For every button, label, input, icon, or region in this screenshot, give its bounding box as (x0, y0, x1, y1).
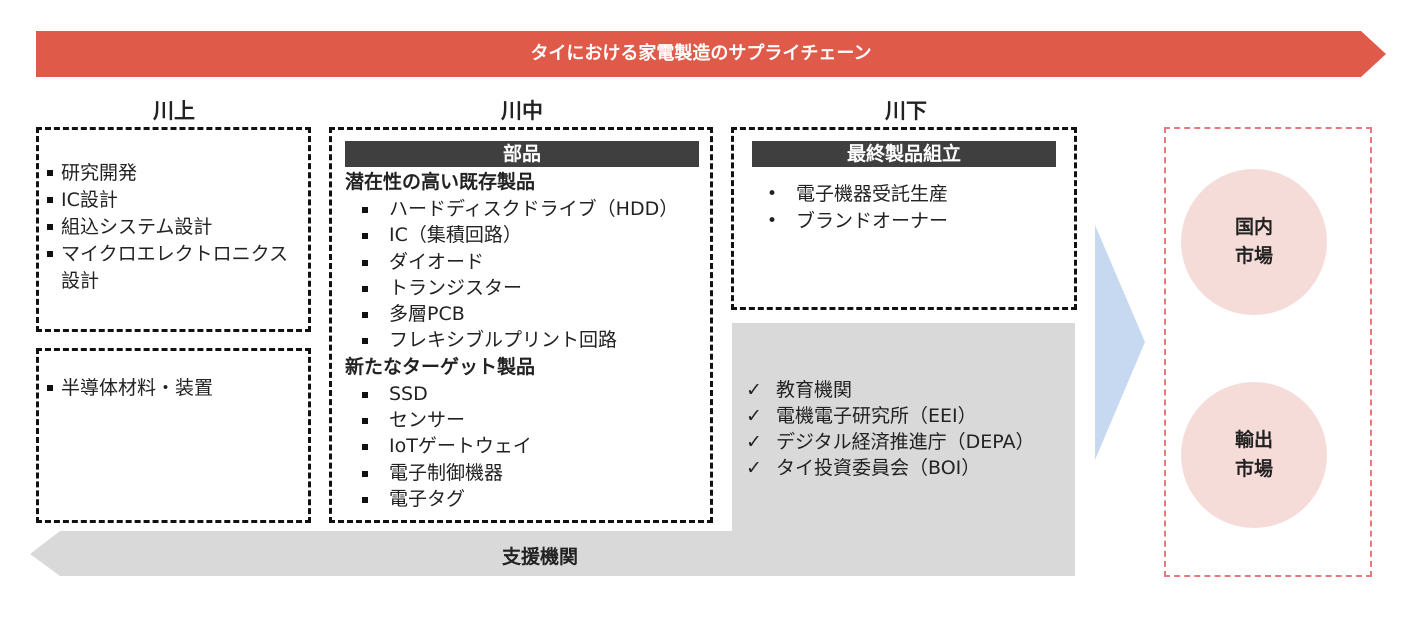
parts-header: 部品 (345, 141, 699, 167)
list-item: トランジスター (345, 275, 699, 301)
banner-title: タイにおける家電製造のサプライチェーン (530, 43, 872, 64)
list-item: ハードディスクドライブ（HDD） (345, 196, 699, 222)
list-item: ダイオード (345, 249, 699, 275)
list-item: センサー (345, 407, 699, 433)
list-item: 多層PCB (345, 301, 699, 327)
list-item: 半導体材料・装置 (45, 375, 308, 402)
check-icon: ✓ (746, 457, 762, 479)
list-item: IC（集積回路） (345, 222, 699, 248)
markets-box: 国内市場 輸出市場 (1164, 127, 1372, 577)
target-products-title: 新たなターゲット製品 (345, 355, 536, 378)
assembly-header: 最終製品組立 (752, 141, 1056, 167)
list-item: マイクロエレクトロニクス設計 (45, 241, 308, 295)
materials-list: 半導体材料・装置 (45, 375, 308, 402)
domestic-market-circle: 国内市場 (1181, 169, 1327, 315)
list-item: 電子制御機器 (345, 460, 699, 486)
list-item: IC設計 (45, 187, 308, 214)
existing-products-list: ハードディスクドライブ（HDD） IC（集積回路） ダイオード トランジスター … (345, 196, 699, 354)
existing-products-title: 潜在性の高い既存製品 (345, 171, 536, 193)
check-icon: ✓ (746, 379, 762, 401)
list-item: 電子機器受託生産 (752, 181, 1056, 208)
assembly-box: 最終製品組立 電子機器受託生産 ブランドオーナー (731, 127, 1077, 310)
downstream-label: 川下 (885, 99, 927, 123)
list-item: ✓デジタル経済推進庁（DEPA） (746, 431, 1035, 453)
list-item: ✓電機電子研究所（EEI） (746, 405, 977, 427)
market-flow-arrow (1095, 225, 1145, 460)
export-market-circle: 輸出市場 (1181, 382, 1327, 528)
upstream-label: 川上 (153, 99, 195, 123)
list-item: ✓教育機関 (746, 379, 853, 401)
list-item: 組込システム設計 (45, 214, 308, 241)
support-label: 支援機関 (501, 546, 578, 568)
list-item: 研究開発 (45, 160, 308, 187)
support-org-list: ✓教育機関 ✓電機電子研究所（EEI） ✓デジタル経済推進庁（DEPA） ✓タイ… (746, 377, 1076, 481)
list-item: 電子タグ (345, 486, 699, 512)
assembly-list: 電子機器受託生産 ブランドオーナー (752, 181, 1056, 235)
list-item: IoTゲートウェイ (345, 433, 699, 459)
upstream-list: 研究開発 IC設計 組込システム設計 マイクロエレクトロニクス設計 (45, 160, 308, 295)
upstream-box: 研究開発 IC設計 組込システム設計 マイクロエレクトロニクス設計 (36, 127, 311, 332)
list-item: フレキシブルプリント回路 (345, 327, 699, 353)
check-icon: ✓ (746, 431, 762, 453)
supply-chain-arrow-banner (36, 31, 1386, 77)
parts-box: 部品 潜在性の高い既存製品 ハードディスクドライブ（HDD） IC（集積回路） … (329, 127, 713, 523)
list-item: ✓タイ投資委員会（BOI） (746, 457, 981, 479)
midstream-label: 川中 (501, 99, 543, 123)
target-products-list: SSD センサー IoTゲートウェイ 電子制御機器 電子タグ (345, 381, 699, 512)
materials-box: 半導体材料・装置 (36, 348, 311, 523)
support-org-arrow (30, 323, 1075, 576)
list-item: SSD (345, 381, 699, 407)
list-item: ブランドオーナー (752, 208, 1056, 235)
check-icon: ✓ (746, 405, 762, 427)
